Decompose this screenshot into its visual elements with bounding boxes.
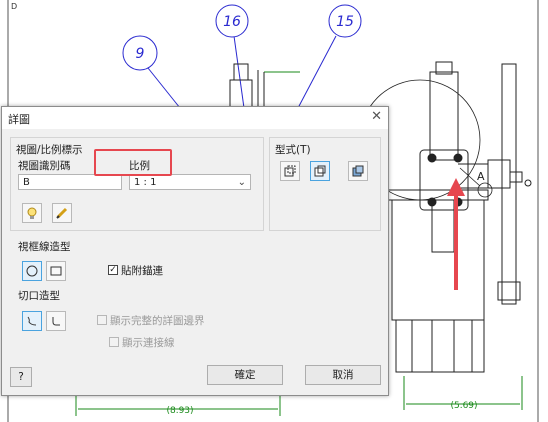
style-hidden-line-button[interactable]	[280, 161, 300, 181]
cube-shaded-icon	[352, 165, 364, 177]
scale-value: 1 : 1	[134, 177, 157, 188]
connection-line-label: 顯示連接線	[122, 337, 175, 349]
chevron-down-icon: ⌄	[237, 177, 246, 188]
annotation-highlight-box	[94, 149, 172, 176]
detail-view-dialog: 詳圖 ✕ 視圖/比例標示 視圖識別碼 B 比例 1 : 1 ⌄ 型式(T)	[1, 106, 389, 396]
style-group	[269, 137, 381, 231]
full-boundary-label: 顯示完整的詳圖邊界	[110, 315, 205, 327]
balloon-16[interactable]: 16	[215, 4, 249, 38]
snap-checkbox-label: 貼附錨連	[121, 265, 163, 277]
balloon-15[interactable]: 15	[328, 4, 362, 38]
pencil-icon	[56, 207, 68, 219]
dimension-left-value: (8.93)	[166, 406, 193, 416]
jagged-cutout-icon	[27, 316, 37, 326]
balloon-9[interactable]: 9	[122, 35, 158, 71]
identifier-label: 視圖識別碼	[18, 160, 71, 172]
edit-text-button[interactable]	[52, 203, 72, 223]
cutout-jagged-button[interactable]	[22, 311, 42, 331]
ok-button[interactable]: 確定	[207, 365, 283, 385]
dialog-title: 詳圖	[8, 113, 30, 126]
rectangle-icon	[50, 266, 62, 276]
help-icon: ?	[18, 371, 24, 383]
smooth-cutout-icon	[52, 317, 60, 326]
connection-line-checkbox[interactable]	[109, 337, 119, 347]
cutout-shape-label: 切口造型	[18, 290, 60, 302]
dialog-titlebar[interactable]: 詳圖 ✕	[2, 107, 388, 129]
dimension-right-value: (5.69)	[450, 401, 477, 411]
style-hidden-line-removed-button[interactable]	[310, 161, 330, 181]
close-icon[interactable]: ✕	[371, 109, 382, 124]
help-button[interactable]: ?	[10, 367, 32, 387]
annotation-arrow	[447, 178, 465, 290]
balloon-9-label: 9	[136, 46, 145, 62]
sheet-zone-label: D	[11, 2, 18, 11]
cutout-smooth-button[interactable]	[46, 311, 66, 331]
identifier-input[interactable]: B	[18, 174, 122, 190]
detail-label-letter: A	[477, 170, 485, 183]
cancel-button[interactable]: 取消	[305, 365, 381, 385]
fence-rectangular-button[interactable]	[46, 261, 66, 281]
balloon-15-label: 15	[336, 14, 354, 30]
part-assembly	[387, 61, 532, 373]
view-identifier-group	[10, 137, 264, 231]
toggle-visibility-button[interactable]	[22, 203, 42, 223]
balloon-16-label: 16	[223, 14, 241, 30]
style-group-label: 型式(T)	[275, 144, 311, 156]
dimension-right	[403, 376, 523, 410]
balloon-leader	[147, 67, 181, 109]
detail-label-circle	[477, 182, 493, 198]
dimension-left	[75, 394, 281, 416]
balloon-leader	[297, 35, 337, 109]
fence-shape-label: 視框線造型	[18, 241, 71, 253]
cube-outline-icon	[314, 165, 326, 177]
balloon-leader	[233, 35, 245, 109]
style-shaded-button[interactable]	[348, 161, 368, 181]
circle-icon	[26, 265, 38, 277]
scale-label: 比例	[129, 160, 150, 172]
fence-circular-button[interactable]	[22, 261, 42, 281]
cube-hidden-icon	[284, 165, 296, 177]
scale-select[interactable]: 1 : 1 ⌄	[129, 174, 251, 190]
full-boundary-checkbox[interactable]	[97, 315, 107, 325]
view-identifier-group-label: 視圖/比例標示	[16, 144, 83, 156]
snap-checkbox[interactable]: ✓	[108, 265, 118, 275]
lightbulb-icon	[27, 207, 37, 219]
